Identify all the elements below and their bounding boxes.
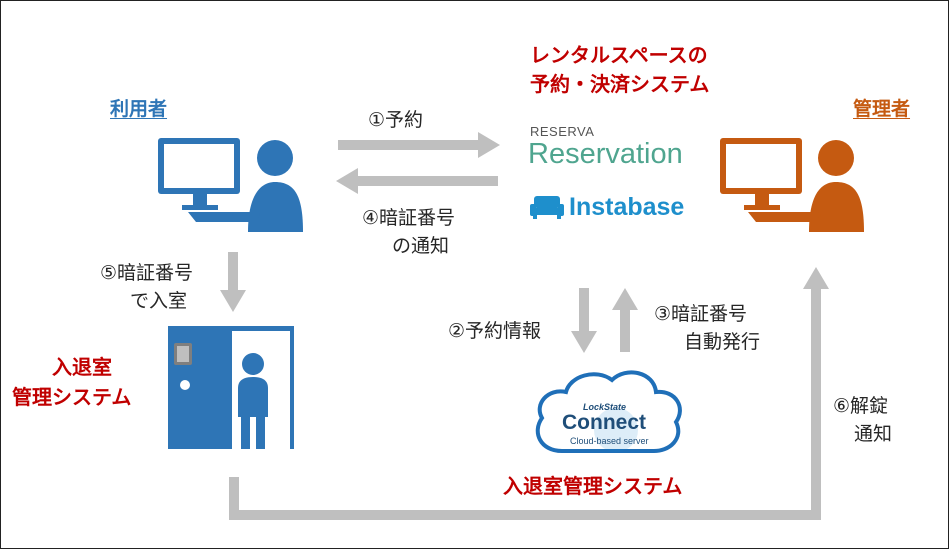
arrow-pin-issue [612, 288, 638, 352]
arrow-enter [220, 252, 246, 312]
flow-5-label-line2: で入室 [130, 290, 188, 312]
cloud-subtitle: Cloud-based server [570, 436, 649, 446]
user-label: 利用者 [110, 98, 168, 120]
connect-logo-text: Connect [562, 411, 646, 434]
entry-system-left-line2: 管理システム [12, 385, 132, 409]
service-title-line1: レンタルスペースの [530, 43, 708, 67]
cloud-icon [535, 370, 682, 454]
door-icon [168, 326, 294, 449]
flow-6-label-line1: ⑥解錠 [833, 395, 889, 417]
flow-3-label-line2: 自動発行 [684, 331, 761, 353]
flow-6-label-line2: 通知 [854, 423, 893, 445]
entry-system-bottom: 入退室管理システム [503, 474, 683, 498]
instabase-logo: Instabase [569, 193, 685, 221]
flow-2-label: ②予約情報 [448, 320, 542, 342]
user-computer-icon [158, 138, 303, 232]
service-title-line2: 予約・決済システム [530, 72, 710, 96]
reservation-logo: Reservation [528, 138, 683, 170]
flow-1-label: ①予約 [368, 109, 424, 131]
flow-4-label-line2: の通知 [392, 235, 450, 257]
arrow-reserve [338, 132, 500, 158]
arrow-booking-info [571, 288, 597, 353]
reserva-small-logo: RESERVA [530, 124, 595, 139]
flow-4-label-line1: ④暗証番号 [362, 207, 456, 229]
entry-system-left-line1: 入退室 [52, 355, 112, 379]
lockstate-logo-text: LockState [583, 402, 627, 412]
flow-3-label-line1: ③暗証番号 [654, 303, 748, 325]
sofa-icon [530, 196, 564, 219]
arrow-notify [336, 168, 498, 194]
flow-5-label-line1: ⑤暗証番号 [100, 262, 194, 284]
admin-computer-icon [720, 138, 864, 232]
admin-label: 管理者 [853, 98, 911, 120]
